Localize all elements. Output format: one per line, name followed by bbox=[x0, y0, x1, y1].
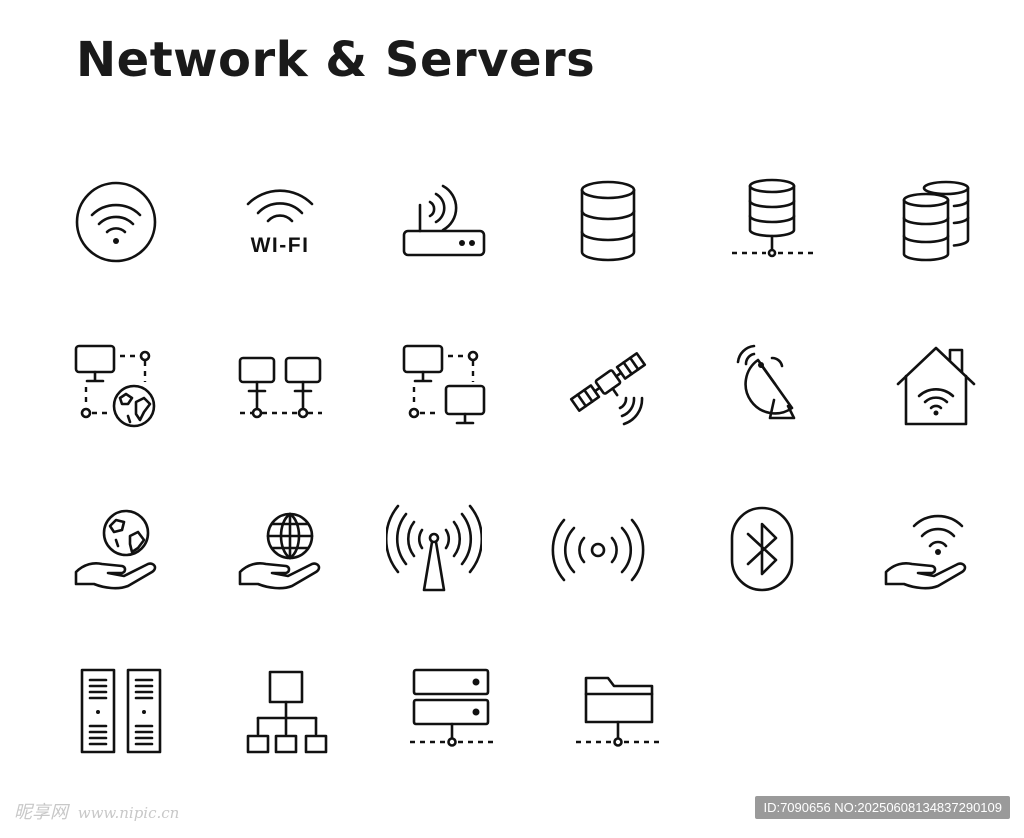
wifi-hand-icon bbox=[878, 500, 974, 596]
watermark-site: 昵享网 www.nipic.cn bbox=[14, 798, 179, 824]
satellite-icon bbox=[560, 336, 656, 432]
bluetooth-icon bbox=[714, 500, 810, 596]
watermark-url: www.nipic.cn bbox=[77, 804, 180, 822]
watermark-site-name: 昵享网 bbox=[14, 802, 68, 823]
broadcast-signal-icon bbox=[550, 500, 646, 596]
satellite-dish-icon bbox=[724, 336, 820, 432]
database-network-icon bbox=[724, 174, 820, 270]
antenna-tower-icon bbox=[386, 500, 482, 596]
watermark-id: ID:7090656 NO:20250608134837290109 bbox=[755, 796, 1010, 819]
database-icon bbox=[560, 174, 656, 270]
router-icon bbox=[396, 174, 492, 270]
folder-network-icon bbox=[568, 664, 664, 760]
internet-hand-icon bbox=[232, 500, 328, 596]
wifi-text: WI-FI bbox=[251, 234, 310, 257]
databases-icon bbox=[888, 174, 984, 270]
globe-hand-icon bbox=[68, 500, 164, 596]
server-network-icon bbox=[400, 664, 496, 760]
computer-connection-icon bbox=[396, 336, 492, 432]
hierarchy-icon bbox=[232, 664, 328, 760]
wifi-circle-icon bbox=[68, 174, 164, 270]
computers-network-icon bbox=[232, 336, 328, 432]
computer-globe-network-icon bbox=[68, 336, 164, 432]
page-title: Network & Servers bbox=[76, 32, 596, 88]
wifi-label-icon: WI-FI bbox=[232, 174, 328, 270]
server-racks-icon bbox=[68, 664, 164, 760]
home-wifi-icon bbox=[888, 336, 984, 432]
